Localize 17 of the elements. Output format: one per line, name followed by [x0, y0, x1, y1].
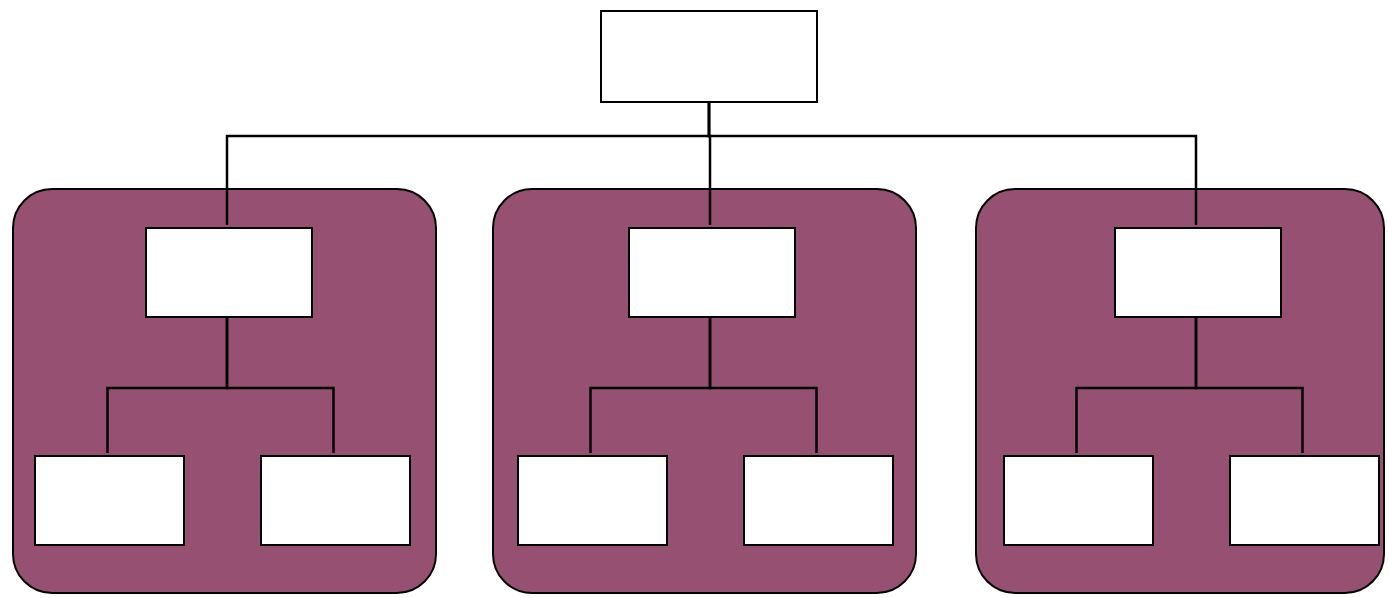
- empty-box: [145, 227, 313, 318]
- empty-box: [1229, 455, 1380, 546]
- connector-line: [1194, 316, 1304, 453]
- empty-box: [743, 455, 894, 546]
- empty-box: [517, 455, 668, 546]
- empty-box: [1003, 455, 1154, 546]
- empty-box: [628, 227, 796, 318]
- connector-line: [707, 103, 1198, 225]
- group-panel: [12, 188, 437, 594]
- group-panel: [492, 188, 917, 594]
- empty-box: [600, 10, 818, 103]
- group-panel: [975, 188, 1385, 594]
- empty-box: [1114, 227, 1282, 318]
- connector-line: [708, 316, 818, 453]
- connector-line: [225, 316, 335, 453]
- empty-box: [260, 455, 411, 546]
- empty-box: [34, 455, 185, 546]
